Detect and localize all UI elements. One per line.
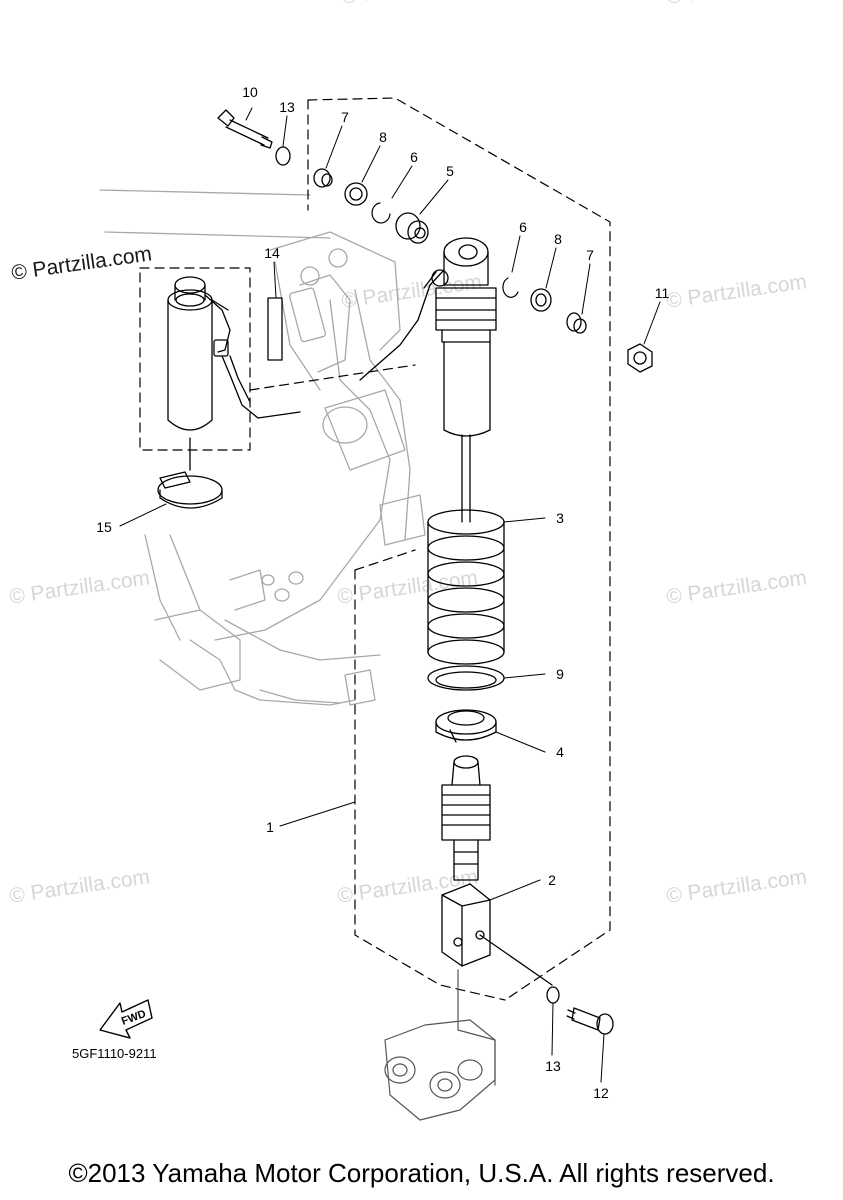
washer-13-top (275, 146, 291, 166)
nut-11 (627, 343, 653, 373)
clevis-bracket (441, 883, 553, 986)
callout-12: 12 (593, 1085, 609, 1101)
callout-14: 14 (264, 245, 280, 261)
collar-7-side (566, 312, 587, 334)
fwd-arrow-icon (99, 999, 153, 1039)
collar-7-top (313, 168, 333, 188)
diagram-code: 5GF1110-9211 (72, 1046, 157, 1061)
hose-clamp (157, 437, 223, 509)
shock-lower-body (441, 755, 491, 881)
linkage-ghost (384, 969, 496, 1121)
callout-3: 3 (556, 510, 564, 526)
shock-spring (427, 509, 505, 665)
washer-13-bottom (546, 986, 560, 1004)
bushing-5 (395, 212, 429, 244)
callout-7: 7 (341, 109, 349, 125)
reservoir-tank (167, 276, 301, 431)
callout-6: 6 (519, 219, 527, 235)
spring-seat-stopper (435, 709, 497, 743)
spring-guide (427, 665, 505, 691)
callout-8: 8 (379, 129, 387, 145)
callout-5: 5 (446, 163, 454, 179)
shock-absorber (359, 237, 497, 523)
oil-seal-8-top (344, 182, 368, 206)
callout-6: 6 (410, 149, 418, 165)
callout-9: 9 (556, 666, 564, 682)
copyright-notice: ©2013 Yamaha Motor Corporation, U.S.A. A… (68, 1158, 775, 1188)
callout-10: 10 (242, 84, 258, 100)
label-plate (267, 297, 283, 361)
callout-11: 11 (655, 285, 670, 301)
callout-2: 2 (548, 872, 556, 888)
circlip-6-side (502, 277, 519, 298)
assembly-outline (139, 97, 611, 1001)
callout-13: 13 (545, 1058, 561, 1074)
frame-ghost (99, 189, 426, 706)
lower-bolt (566, 1007, 614, 1035)
mount-bolt (217, 109, 273, 149)
callout-4: 4 (556, 744, 564, 760)
oil-seal-8-side (530, 288, 552, 312)
callout-8: 8 (554, 231, 562, 247)
callout-13: 13 (279, 99, 295, 115)
leader-lines (119, 107, 661, 1083)
callout-1: 1 (266, 819, 274, 835)
callout-15: 15 (96, 519, 112, 535)
circlip-6-top (371, 202, 391, 224)
callout-7: 7 (586, 247, 594, 263)
